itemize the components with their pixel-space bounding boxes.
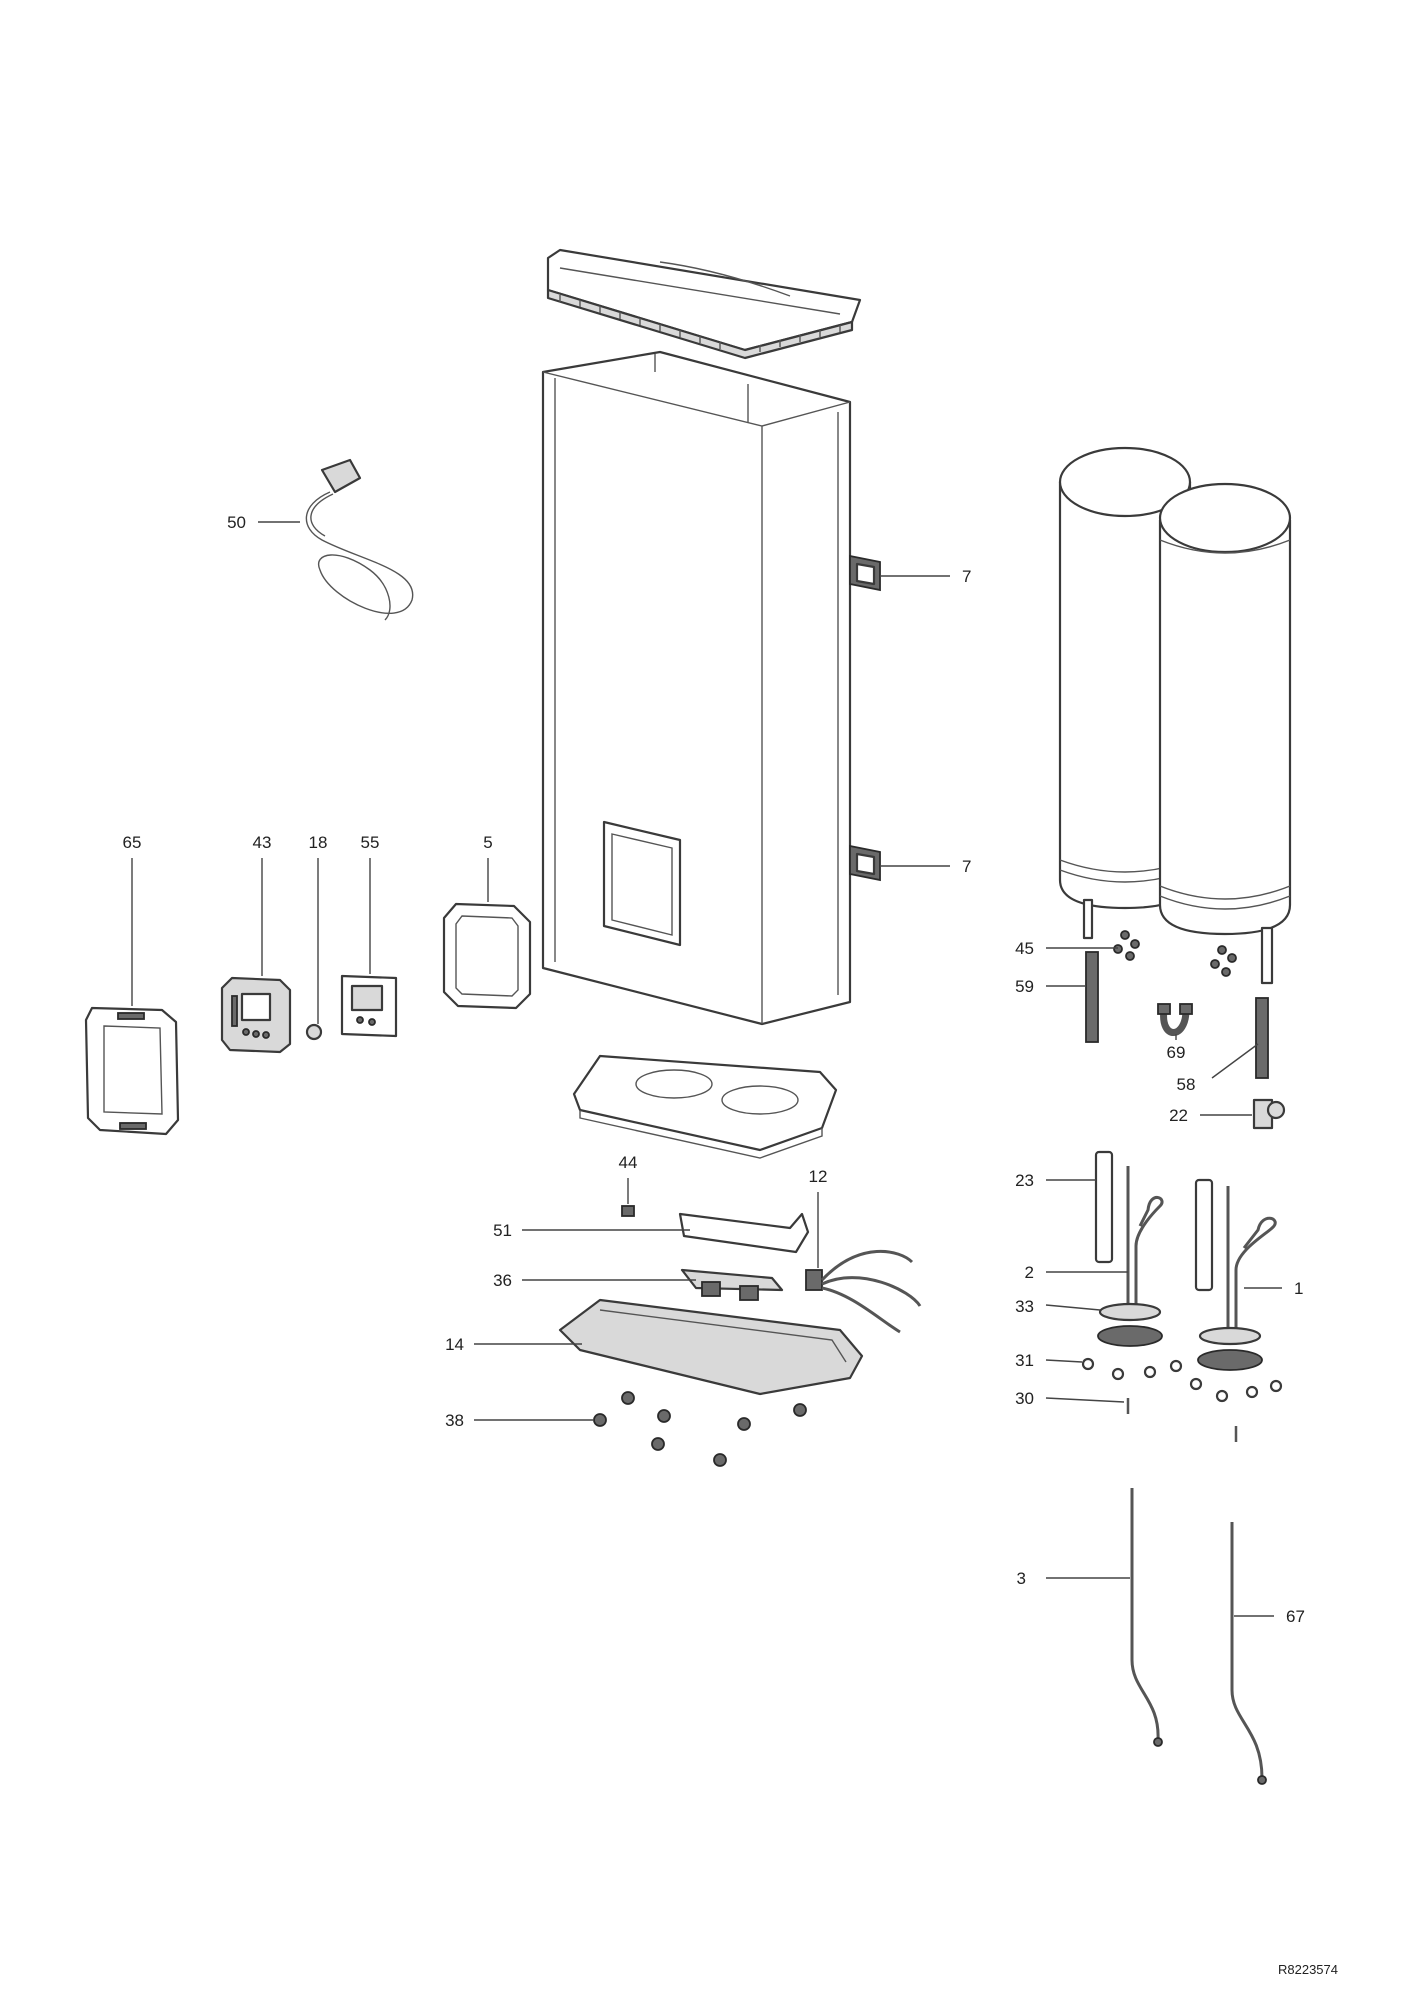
power-cord (305, 458, 414, 621)
callout-44: 44 (619, 1153, 638, 1172)
callout-45: 45 (1015, 939, 1034, 958)
callout-5: 5 (483, 833, 492, 852)
main-casing (541, 350, 881, 1026)
callout-7-upper: 7 (962, 567, 971, 586)
callout-50: 50 (227, 513, 246, 532)
callout-12: 12 (809, 1167, 828, 1186)
callout-65: 65 (123, 833, 142, 852)
callout-58: 58 (1177, 1075, 1196, 1094)
callout-55: 55 (361, 833, 380, 852)
bottom-assembly (558, 1054, 922, 1467)
callout-69: 69 (1167, 1043, 1186, 1062)
temperature-sensors (1130, 1488, 1267, 1785)
callout-51: 51 (493, 1221, 512, 1240)
front-panel-parts (84, 902, 532, 1136)
callout-18: 18 (309, 833, 328, 852)
callout-7-lower: 7 (962, 857, 971, 876)
top-cover (546, 248, 862, 360)
leader-lines (131, 521, 1282, 1617)
callout-1: 1 (1294, 1279, 1303, 1298)
callout-30: 30 (1015, 1389, 1034, 1408)
callout-67: 67 (1286, 1607, 1305, 1626)
callout-38: 38 (445, 1411, 464, 1430)
callout-33: 33 (1015, 1297, 1034, 1316)
callout-36: 36 (493, 1271, 512, 1290)
callout-14: 14 (445, 1335, 464, 1354)
callout-2: 2 (1025, 1263, 1034, 1282)
callout-31: 31 (1015, 1351, 1034, 1370)
water-tanks (1058, 446, 1292, 1130)
heating-elements (1081, 1150, 1283, 1442)
callout-3: 3 (1017, 1569, 1026, 1588)
callout-59: 59 (1015, 977, 1034, 996)
drawing-reference-number: R8223574 (1278, 1962, 1338, 1977)
callout-labels: 50 7 7 65 43 18 55 5 45 59 69 58 22 44 1… (123, 513, 1305, 1626)
callout-43: 43 (253, 833, 272, 852)
callout-22: 22 (1169, 1106, 1188, 1125)
callout-23: 23 (1015, 1171, 1034, 1190)
